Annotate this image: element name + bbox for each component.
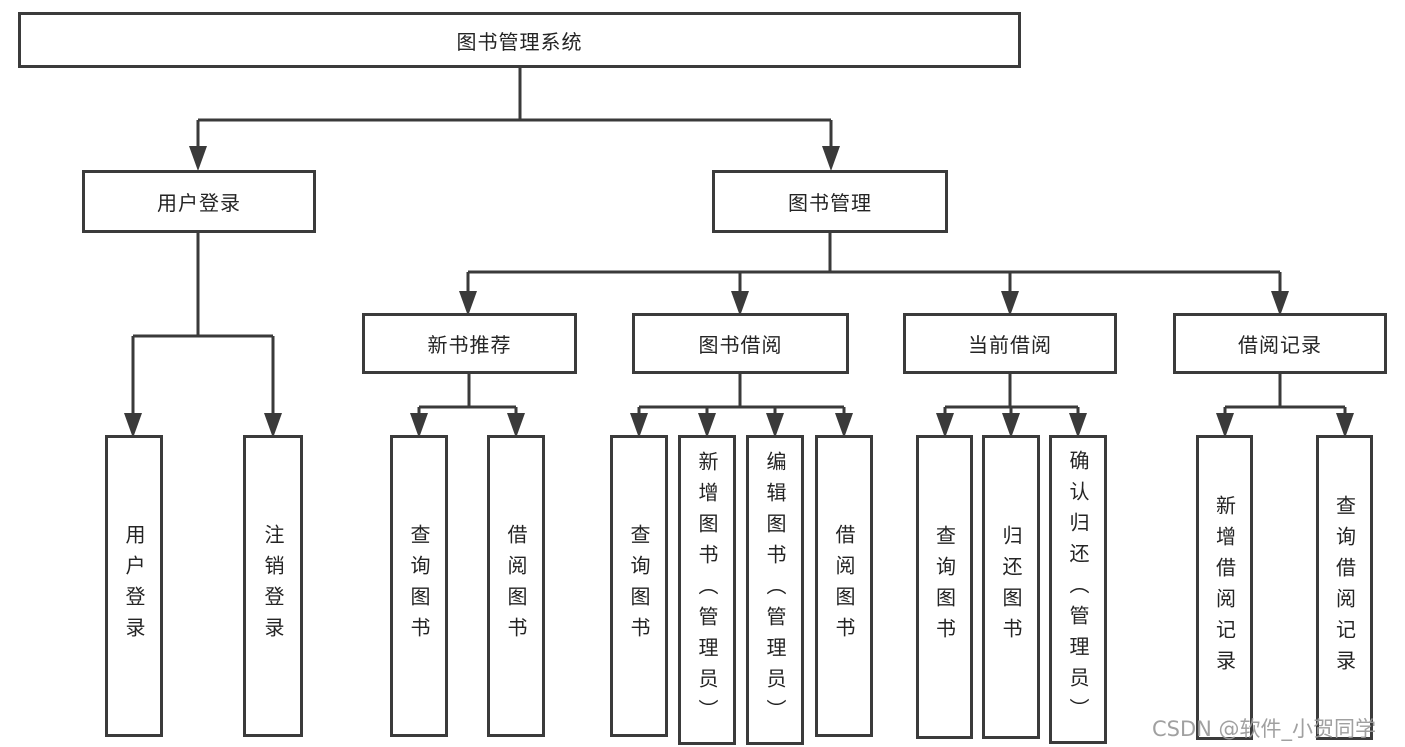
leaf-confirm-return-admin: 确认归还（管理员） — [1049, 435, 1107, 744]
leaf-borrow-books-1-label: 借阅图书 — [504, 524, 528, 648]
node-borrowing-records: 借阅记录 — [1173, 313, 1387, 374]
node-current-borrowing: 当前借阅 — [903, 313, 1117, 374]
node-book-management: 图书管理 — [712, 170, 948, 233]
leaf-query-books-2-label: 查询图书 — [627, 524, 651, 648]
leaf-user-login: 用户登录 — [105, 435, 163, 737]
leaf-add-books-admin-label: 新增图书（管理员） — [695, 450, 719, 730]
leaf-query-borrow-record-label: 查询借阅记录 — [1332, 494, 1357, 681]
leaf-edit-books-admin-label: 编辑图书（管理员） — [763, 450, 787, 730]
leaf-return-books: 归还图书 — [982, 435, 1040, 739]
node-new-book-recommend: 新书推荐 — [362, 313, 577, 374]
node-root-label: 图书管理系统 — [456, 29, 583, 54]
node-book-management-label: 图书管理 — [788, 191, 872, 215]
leaf-borrow-books-2: 借阅图书 — [815, 435, 873, 737]
leaf-confirm-return-admin-label: 确认归还（管理员） — [1066, 450, 1090, 729]
leaf-query-books-2: 查询图书 — [610, 435, 668, 737]
leaf-edit-books-admin: 编辑图书（管理员） — [746, 435, 804, 745]
leaf-return-books-label: 归还图书 — [999, 525, 1023, 649]
node-root: 图书管理系统 — [18, 12, 1021, 68]
node-user-login: 用户登录 — [82, 170, 316, 233]
node-user-login-label: 用户登录 — [157, 191, 241, 215]
leaf-query-books-3-label: 查询图书 — [932, 525, 957, 649]
node-book-borrowing-label: 图书借阅 — [698, 333, 783, 357]
node-new-book-recommend-label: 新书推荐 — [427, 333, 512, 357]
csdn-watermark: CSDN @软件_小贺同学 — [1152, 717, 1377, 741]
leaf-user-login-label: 用户登录 — [122, 524, 146, 648]
leaf-borrow-books-2-label: 借阅图书 — [832, 524, 856, 648]
leaf-add-books-admin: 新增图书（管理员） — [678, 435, 736, 745]
leaf-logout-label: 注销登录 — [261, 524, 285, 648]
leaf-borrow-books-1: 借阅图书 — [487, 435, 545, 737]
leaf-query-books-3: 查询图书 — [916, 435, 973, 739]
leaf-query-books-1: 查询图书 — [390, 435, 448, 737]
leaf-logout: 注销登录 — [243, 435, 303, 737]
leaf-add-borrow-record: 新增借阅记录 — [1196, 435, 1253, 740]
node-borrowing-records-label: 借阅记录 — [1238, 333, 1322, 357]
leaf-query-books-1-label: 查询图书 — [407, 524, 431, 648]
leaf-query-borrow-record: 查询借阅记录 — [1316, 435, 1373, 740]
node-book-borrowing: 图书借阅 — [632, 313, 849, 374]
node-current-borrowing-label: 当前借阅 — [968, 333, 1052, 357]
leaf-add-borrow-record-label: 新增借阅记录 — [1212, 494, 1237, 681]
